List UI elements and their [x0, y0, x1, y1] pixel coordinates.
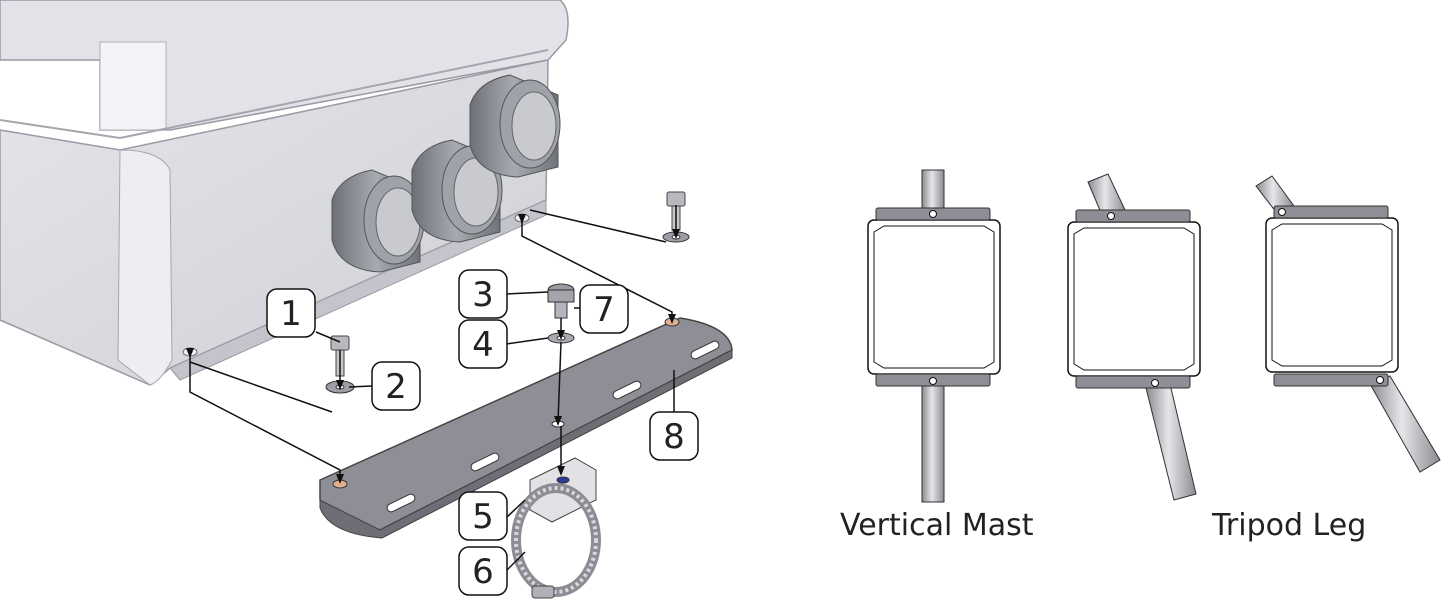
callout-3: 3 — [458, 269, 508, 319]
callout-1-label: 1 — [280, 294, 302, 334]
caption-tripod-leg: Tripod Leg — [1212, 508, 1367, 543]
callout-7: 7 — [579, 284, 629, 334]
callout-7-label: 7 — [593, 290, 615, 330]
tilted-mast-view — [1067, 173, 1201, 501]
callout-4-label: 4 — [472, 325, 494, 365]
assembly-guide-lines — [189, 205, 677, 571]
callout-6: 6 — [458, 546, 508, 596]
enclosure — [0, 0, 569, 386]
callout-5: 5 — [458, 491, 508, 541]
callout-1: 1 — [266, 288, 316, 338]
caption-vertical-mast: Vertical Mast — [840, 508, 1034, 543]
screw — [547, 283, 575, 319]
callout-6-label: 6 — [472, 552, 494, 592]
callout-8-label: 8 — [663, 417, 685, 457]
vertical-mast-view — [867, 169, 1001, 503]
mounting-bracket — [319, 317, 733, 539]
callout-2-label: 2 — [385, 367, 407, 407]
tripod-leg-view — [1255, 175, 1441, 473]
callout-8: 8 — [649, 411, 699, 461]
callout-2: 2 — [371, 361, 421, 411]
callout-3-label: 3 — [472, 275, 494, 315]
callout-5-label: 5 — [472, 497, 494, 537]
cable-gland — [331, 169, 425, 273]
arrowheads — [186, 214, 680, 484]
hose-clamp — [511, 483, 601, 599]
callout-4: 4 — [458, 319, 508, 369]
cable-gland — [469, 74, 561, 178]
